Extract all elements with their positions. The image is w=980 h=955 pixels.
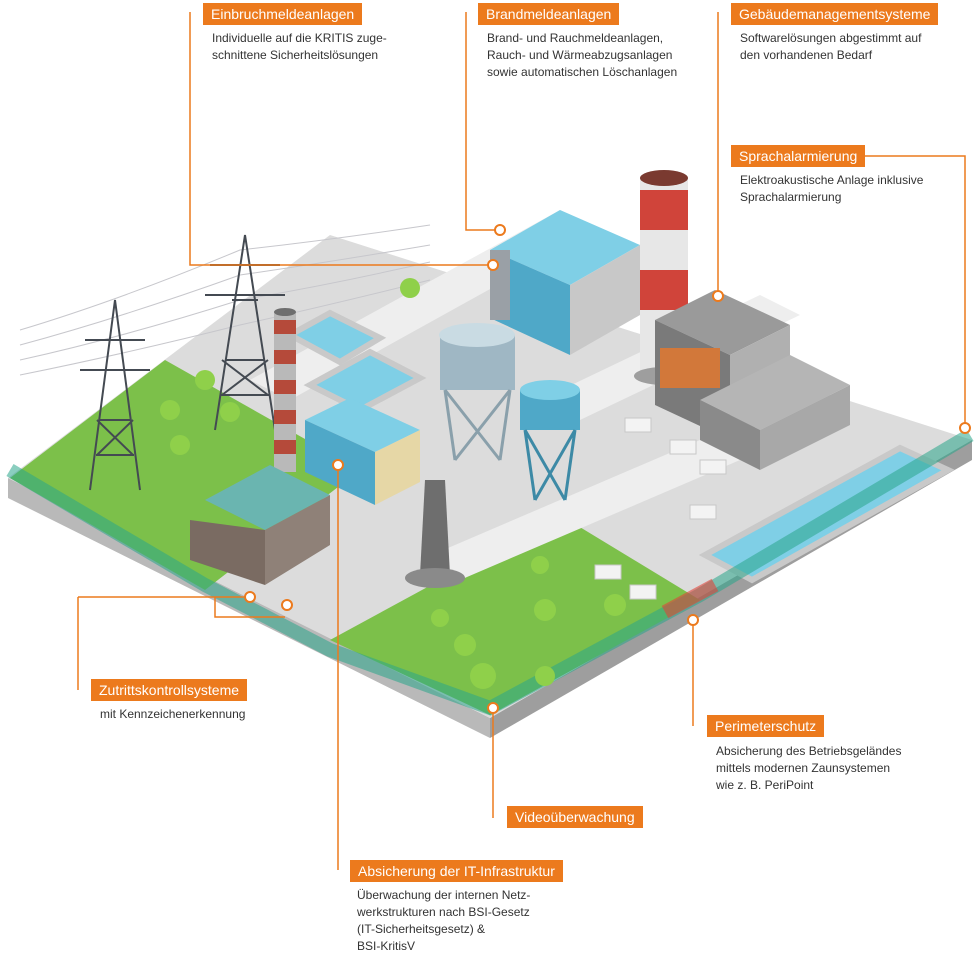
trees bbox=[160, 278, 626, 689]
cooling-stack bbox=[405, 480, 465, 588]
desc-line: (IT-Sicherheitsgesetz) & bbox=[357, 922, 486, 936]
desc-line: Absicherung des Betriebsgeländes bbox=[716, 744, 902, 758]
brand-building bbox=[490, 210, 640, 355]
callout-desc-gebaeudemanagementsysteme: Softwarelösungen abgestimmt auf den vorh… bbox=[740, 30, 921, 64]
callout-connectors bbox=[77, 12, 966, 870]
callout-title-einbruchmeldeanlagen: Einbruchmeldeanlagen bbox=[203, 3, 363, 25]
warehouse-building bbox=[190, 465, 330, 585]
callout-title-gebaeudemanagementsysteme: Gebäudemanagementsysteme bbox=[731, 3, 939, 25]
desc-line: Brand- und Rauchmeldeanlagen, bbox=[487, 31, 664, 45]
callout-title-perimeterschutz: Perimeterschutz bbox=[707, 715, 825, 737]
desc-line: Elektroakustische Anlage inklusive bbox=[740, 173, 924, 187]
desc-line: wie z. B. PeriPoint bbox=[716, 778, 814, 792]
desc-line: Individuelle auf die KRITIS zuge- bbox=[212, 31, 387, 45]
fence-section-red bbox=[661, 578, 719, 619]
callout-desc-zutrittskontrollsysteme: mit Kennzeichenerkennung bbox=[100, 706, 245, 723]
callout-title-videoueberwachung: Videoüberwachung bbox=[507, 806, 643, 828]
machine-hall bbox=[700, 355, 850, 470]
power-pylon bbox=[80, 299, 150, 491]
desc-line: Softwarelösungen abgestimmt auf bbox=[740, 31, 922, 45]
water-tower-blue bbox=[520, 380, 580, 501]
callout-desc-perimeterschutz: Absicherung des Betriebsgeländes mittels… bbox=[716, 743, 901, 794]
callout-title-sprachalarmierung: Sprachalarmierung bbox=[731, 145, 866, 167]
water-basin bbox=[283, 309, 387, 366]
hotspot-markers bbox=[244, 224, 971, 714]
chimney-left bbox=[274, 308, 296, 472]
callout-desc-brandmeldeanlagen: Brand- und Rauchmeldeanlagen, Rauch- und… bbox=[487, 30, 677, 81]
security-fence bbox=[6, 428, 974, 716]
callout-desc-einbruchmeldeanlagen: Individuelle auf die KRITIS zuge- schnit… bbox=[212, 30, 387, 64]
desc-line: mit Kennzeichenerkennung bbox=[100, 707, 246, 721]
desc-line: den vorhandenen Bedarf bbox=[740, 48, 873, 62]
road bbox=[420, 440, 740, 580]
ac-units bbox=[594, 417, 727, 600]
desc-line: sowie automatischen Löschanlagen bbox=[487, 65, 678, 79]
desc-line: mittels modernen Zaunsystemen bbox=[716, 761, 891, 775]
water-tower bbox=[439, 323, 515, 461]
desc-line: BSI-KritisV bbox=[357, 939, 416, 953]
callout-title-brandmeldeanlagen: Brandmeldeanlagen bbox=[478, 3, 620, 25]
desc-line: werkstrukturen nach BSI-Gesetz bbox=[357, 905, 530, 919]
desc-line: Rauch- und Wärmeabzugsanlagen bbox=[487, 48, 673, 62]
callout-title-it-infrastruktur: Absicherung der IT-Infrastruktur bbox=[350, 860, 563, 882]
callout-desc-it-infrastruktur: Überwachung der internen Netz- werkstruk… bbox=[357, 887, 530, 955]
callout-desc-sprachalarmierung: Elektroakustische Anlage inklusive Sprac… bbox=[740, 172, 923, 206]
desc-line: schnittene Sicherheitslösungen bbox=[212, 48, 379, 62]
callout-title-zutrittskontrollsysteme: Zutrittskontrollsysteme bbox=[91, 679, 248, 701]
desc-line: Überwachung der internen Netz- bbox=[357, 888, 531, 902]
desc-line: Sprachalarmierung bbox=[740, 190, 842, 204]
